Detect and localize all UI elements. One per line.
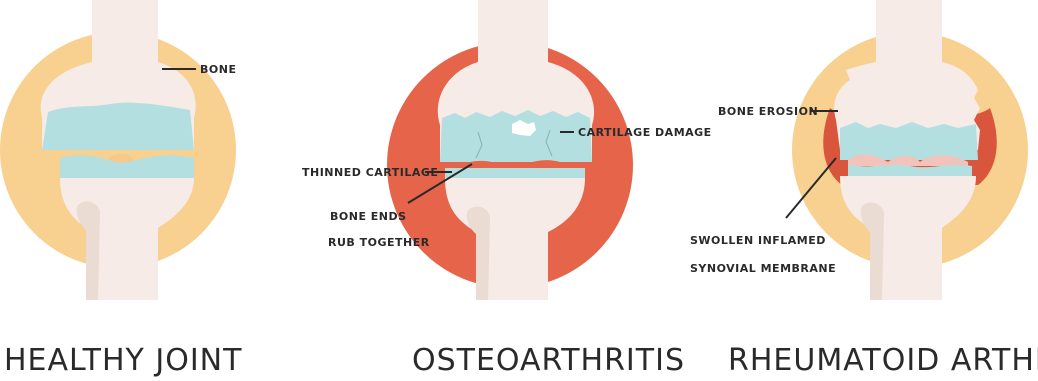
osteo-upper-cartilage xyxy=(440,110,592,162)
osteoarthritis-title: OSTEOARTHRITIS xyxy=(412,343,685,378)
swollen-inflamed-label: SWOLLEN INFLAMED xyxy=(690,234,826,247)
rheumatoid-arthritis-title: RHEUMATOID ARTHRITIS xyxy=(728,343,1038,378)
bone-erosion-label: BONE EROSION xyxy=(718,105,818,118)
bone-ends-label: BONE ENDS xyxy=(330,210,407,223)
osteoarthritis-panel: CARTILAGE DAMAGE THINNED CARTILAGE BONE … xyxy=(302,0,712,378)
osteo-lower-cartilage xyxy=(445,168,585,178)
cartilage-damage-label: CARTILAGE DAMAGE xyxy=(578,126,712,139)
synovial-membrane-label: SYNOVIAL MEMBRANE xyxy=(690,262,836,275)
healthy-joint-title: HEALTHY JOINT xyxy=(4,343,242,378)
rub-together-label: RUB TOGETHER xyxy=(328,236,430,249)
rheumatoid-panel: BONE EROSION SWOLLEN INFLAMED SYNOVIAL M… xyxy=(690,0,1038,378)
healthy-bone-label: BONE xyxy=(200,63,236,76)
rheum-synovial-tissue xyxy=(848,155,968,166)
thinned-cartilage-label: THINNED CARTILAGE xyxy=(302,166,438,179)
healthy-joint-panel: BONE HEALTHY JOINT xyxy=(0,0,242,378)
healthy-upper-cartilage xyxy=(42,103,194,150)
